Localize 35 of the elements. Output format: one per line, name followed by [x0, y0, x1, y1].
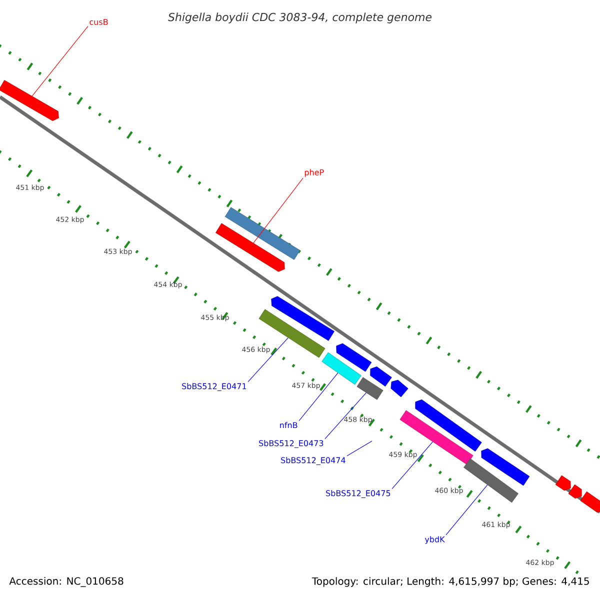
gene-bar: [322, 352, 362, 385]
gene-bar: [464, 458, 518, 503]
gene-block: [390, 380, 408, 398]
genome-stats-text: Topology: circular; Length: 4,615,997 bp; Genes: 4,415: [312, 577, 589, 587]
gene-block: [580, 491, 600, 513]
leader-line: [324, 392, 366, 440]
gene-block: [568, 484, 582, 499]
leader-line: [298, 372, 338, 422]
gene-block: [216, 223, 285, 272]
gene-label: nfnB: [280, 422, 298, 428]
gene-block: [0, 80, 59, 121]
leader-line: [392, 442, 434, 490]
gene-block: [555, 475, 571, 491]
leader-line: [253, 178, 304, 244]
gene-label: pheP: [304, 169, 324, 177]
gene-label: SbBS512_E0471: [182, 383, 246, 391]
gene-block: [336, 343, 372, 372]
gene-bar: [258, 309, 326, 358]
leader-line: [446, 484, 488, 536]
gene-label: cusB: [90, 19, 108, 25]
gene-block: [415, 399, 482, 452]
leader-line: [32, 26, 88, 96]
accession-text: Accession: NC_010658: [9, 577, 124, 587]
gene-label: SbBS512_E0475: [326, 490, 390, 498]
gene-bar: [224, 207, 300, 260]
gene-block: [481, 448, 530, 486]
title: Shigella boydii CDC 3083-94, complete genome: [168, 12, 432, 24]
gene-label: ybdK: [424, 536, 445, 544]
gene-block: [370, 366, 392, 387]
gene-label: SbBS512_E0474: [281, 457, 346, 465]
leader-line: [346, 440, 372, 456]
gene-label: SbBS512_E0473: [259, 440, 324, 448]
gene-block: [271, 296, 334, 341]
leader-line: [248, 337, 288, 382]
gene-bar: [356, 377, 384, 400]
